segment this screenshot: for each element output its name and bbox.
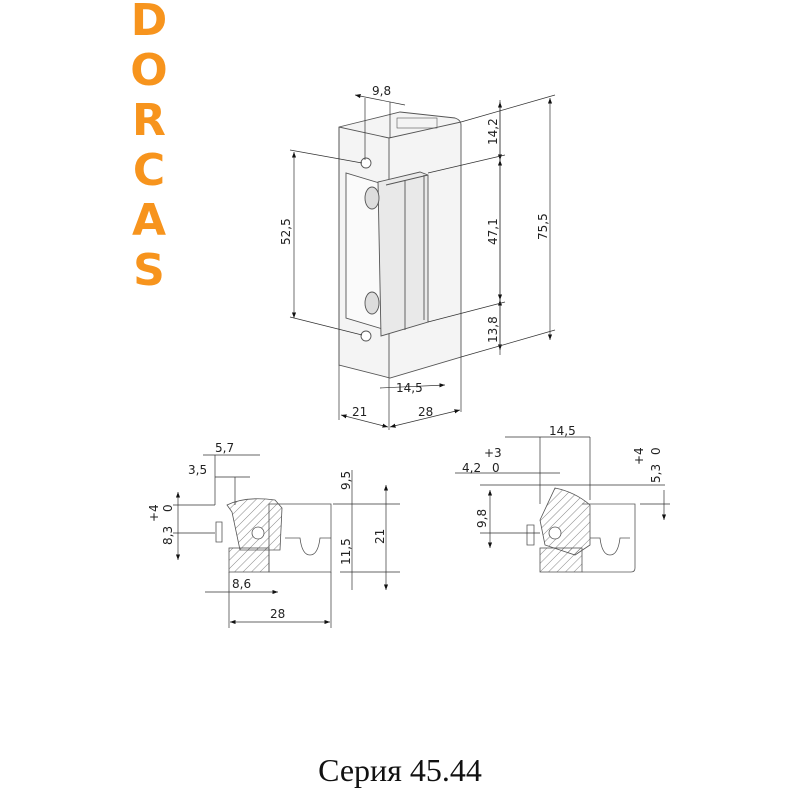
series-caption: Серия 45.44 bbox=[318, 752, 482, 788]
section-right-dimensions bbox=[455, 436, 670, 548]
dim-5-7: 5,7 bbox=[215, 441, 234, 455]
dim-21: 21 bbox=[352, 405, 367, 419]
tolerance-plus-3: +3 bbox=[484, 446, 502, 460]
dim-14-5-section: 14,5 bbox=[549, 424, 576, 438]
dorcas-logo: D O R C A S bbox=[128, 0, 170, 296]
section-left-dimensions bbox=[173, 454, 400, 628]
screw-icon bbox=[360, 330, 372, 342]
logo-letter: A bbox=[131, 195, 167, 246]
logo-letter: R bbox=[132, 95, 166, 146]
dim-8-6: 8,6 bbox=[232, 577, 251, 591]
dim-28: 28 bbox=[418, 405, 433, 419]
tolerance-zero-4: 0 bbox=[649, 447, 663, 455]
dim-14-2: 14,2 bbox=[486, 118, 500, 145]
tolerance-zero-3: 0 bbox=[492, 461, 500, 475]
dim-9-8: 9,8 bbox=[372, 84, 391, 98]
dim-52-5: 52,5 bbox=[279, 218, 293, 245]
dim-21-section: 21 bbox=[373, 529, 387, 544]
dim-9-8-section: 9,8 bbox=[475, 509, 489, 528]
dim-47-1: 47,1 bbox=[486, 218, 500, 245]
tolerance-zero: 0 bbox=[161, 504, 175, 512]
dim-5-3: 5,3 bbox=[649, 464, 663, 483]
dim-9-5: 9,5 bbox=[339, 471, 353, 490]
screw-icon bbox=[360, 157, 372, 169]
dim-13-8: 13,8 bbox=[486, 316, 500, 343]
logo-letter: D bbox=[130, 0, 168, 46]
dim-14-5: 14,5 bbox=[396, 381, 423, 395]
isometric-view bbox=[338, 111, 462, 379]
logo-letter: C bbox=[132, 145, 166, 196]
dim-3-5: 3,5 bbox=[188, 463, 207, 477]
dim-28-section: 28 bbox=[270, 607, 285, 621]
tolerance-plus-4: +4 bbox=[147, 504, 161, 522]
logo-letter: O bbox=[130, 45, 168, 96]
section-left bbox=[215, 498, 332, 573]
tolerance-plus-4-right: +4 bbox=[632, 447, 646, 465]
logo-letter: S bbox=[133, 245, 165, 296]
dim-75-5: 75,5 bbox=[536, 213, 550, 240]
dim-8-3: 8,3 bbox=[161, 526, 175, 545]
dim-4-2: 4,2 bbox=[462, 461, 481, 475]
dim-11-5: 11,5 bbox=[339, 538, 353, 565]
section-right bbox=[526, 487, 636, 573]
iso-dimensions bbox=[289, 94, 556, 430]
